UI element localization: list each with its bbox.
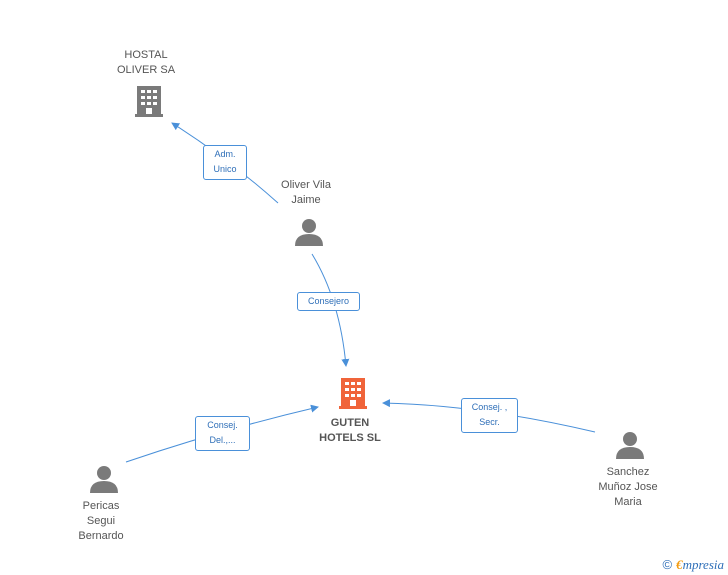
edge-label-line1: Consej. [207, 420, 238, 430]
edge-label-line1: Adm. [214, 149, 236, 159]
main-company-building-icon[interactable] [337, 376, 369, 410]
edge-label-consejero[interactable]: Consejero [297, 292, 360, 311]
person-name-line1: Pericas [82, 500, 120, 512]
brand-logo-text: mpresia [682, 557, 724, 572]
edge-label-line2: Del.,... [209, 435, 236, 445]
edge-label-consej-secr[interactable]: Consej. , Secr. [461, 398, 518, 433]
edge-label-line2: Unico [213, 164, 237, 174]
person-icon[interactable] [89, 465, 119, 493]
person-name-line2: Segui [86, 515, 116, 527]
edge-label-consej-del[interactable]: Consej. Del.,... [195, 416, 250, 451]
person-label-oliver[interactable]: Oliver Vila Jaime [266, 178, 346, 208]
copyright-icon: © [662, 557, 673, 572]
company-building-icon[interactable] [133, 84, 165, 118]
person-name-line3: Bernardo [78, 530, 124, 542]
person-name-line1: Sanchez [606, 466, 650, 478]
person-icon[interactable] [615, 431, 645, 459]
person-name-line3: Maria [614, 496, 642, 508]
edge-label-line1: Consej. , [471, 402, 508, 412]
person-name-line1: Oliver Vila [281, 179, 331, 191]
company-name-line2: HOTELS SL [319, 432, 381, 444]
person-label-pericas[interactable]: Pericas Segui Bernardo [61, 499, 141, 544]
edge-label-line2: Secr. [479, 417, 500, 427]
person-label-sanchez[interactable]: Sanchez Muñoz Jose Maria [588, 465, 668, 510]
company-name-line1: GUTEN [330, 417, 370, 429]
person-name-line2: Muñoz Jose [598, 481, 658, 493]
edge-label-line1: Consejero [307, 296, 350, 306]
company-label-hostal[interactable]: HOSTAL OLIVER SA [106, 48, 186, 78]
footer-brand[interactable]: ©€mpresia [663, 557, 725, 573]
person-icon[interactable] [294, 218, 324, 246]
edge-label-adm-unico[interactable]: Adm. Unico [203, 145, 247, 180]
company-name-line2: OLIVER SA [116, 64, 176, 76]
brand-logo-e: € [676, 557, 683, 572]
company-name-line1: HOSTAL [124, 49, 168, 61]
main-company-label[interactable]: GUTEN HOTELS SL [308, 416, 392, 446]
person-name-line2: Jaime [291, 194, 321, 206]
